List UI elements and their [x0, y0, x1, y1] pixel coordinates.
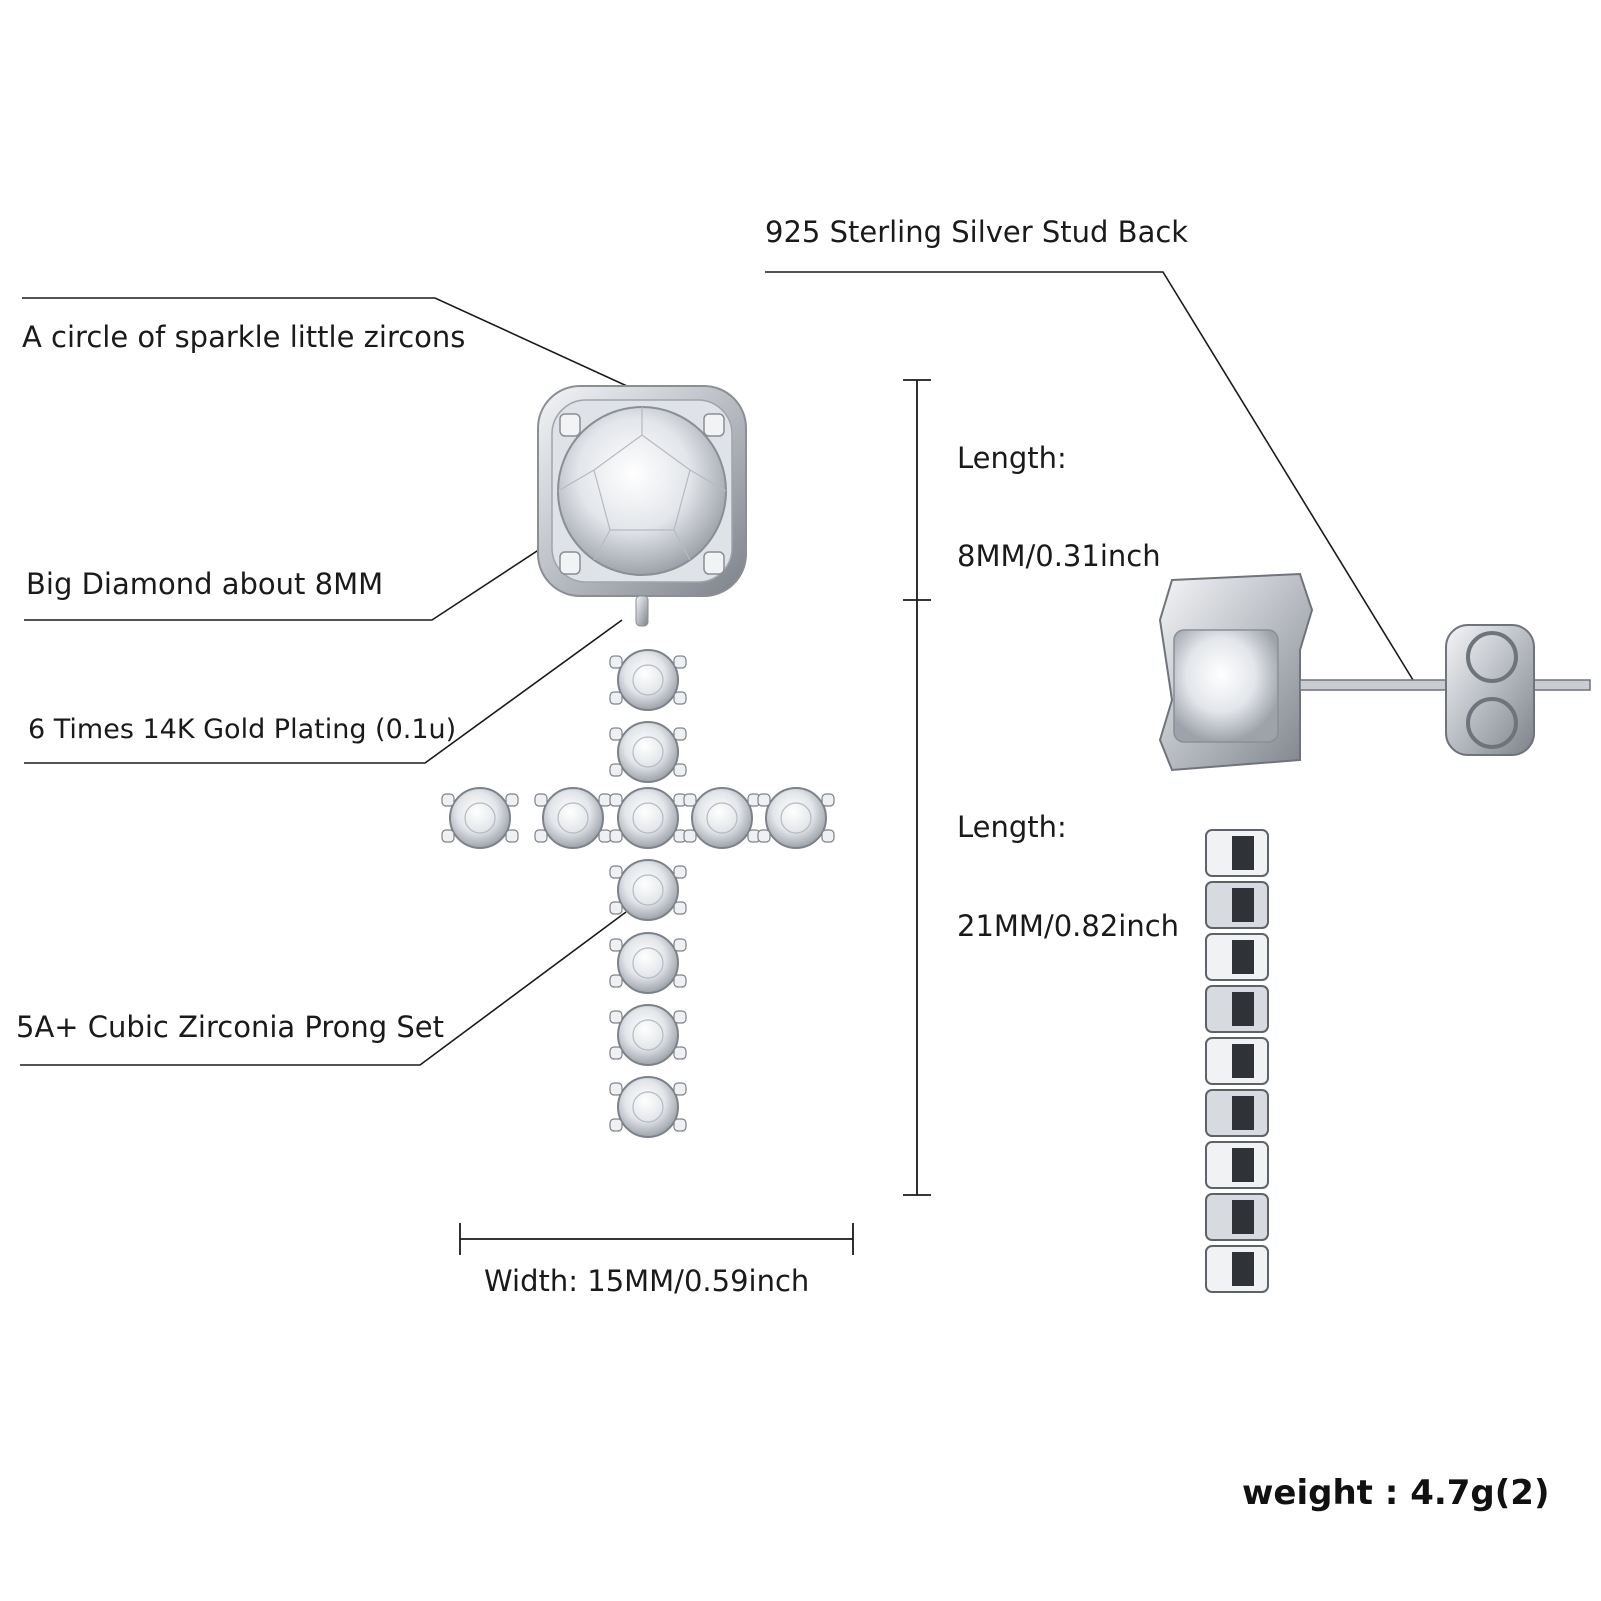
- top-length-label: Length:: [957, 441, 1067, 475]
- leader-gold-plating: [24, 619, 623, 764]
- cross-stone-vertical: [609, 859, 687, 921]
- stud-back-label: 925 Sterling Silver Stud Back: [765, 215, 1189, 249]
- big-diamond-label: Big Diamond about 8MM: [26, 567, 384, 601]
- dimension-lines: [459, 379, 931, 1255]
- cross-stone-horizontal: [757, 787, 835, 849]
- cross-length-label: Length:: [957, 810, 1067, 844]
- cross-stone-vertical: [609, 1076, 687, 1138]
- weight-label: weight : 4.7g(2): [1242, 1473, 1550, 1513]
- front-stud-setting: [537, 385, 747, 627]
- cross-stone-vertical: [609, 721, 687, 783]
- side-setting-shadow: [1232, 1252, 1254, 1286]
- cubic-zirconia-label: 5A+ Cubic Zirconia Prong Set: [16, 1010, 445, 1044]
- top-length-value: 8MM/0.31inch: [957, 539, 1161, 573]
- width-label: Width: 15MM/0.59inch: [484, 1264, 810, 1298]
- leader-zircons: [22, 297, 641, 393]
- cross-stone-horizontal: [609, 787, 687, 849]
- side-setting-shadow: [1232, 992, 1254, 1026]
- cross-stone-vertical: [609, 649, 687, 711]
- side-setting-shadow: [1232, 1200, 1254, 1234]
- leader-cubic-zirconia: [20, 911, 627, 1066]
- side-setting-shadow: [1232, 940, 1254, 974]
- zircons-circle-label: A circle of sparkle little zircons: [22, 320, 466, 354]
- leader-stud-back: [765, 271, 1414, 681]
- side-setting-shadow: [1232, 836, 1254, 870]
- cross-length-value: 21MM/0.82inch: [957, 909, 1180, 943]
- cross-stone-vertical: [609, 1004, 687, 1066]
- cross-stone-horizontal: [441, 787, 519, 849]
- gold-plating-label: 6 Times 14K Gold Plating (0.1u): [28, 714, 457, 745]
- cross-stone-horizontal: [534, 787, 612, 849]
- cross-stone-vertical: [609, 932, 687, 994]
- cross-stone-horizontal: [683, 787, 761, 849]
- side-cross-profile: [1205, 829, 1269, 1293]
- side-view-earring: [1158, 572, 1591, 1293]
- side-setting-shadow: [1232, 1044, 1254, 1078]
- front-cross: [441, 649, 835, 1138]
- side-setting-shadow: [1232, 888, 1254, 922]
- side-setting-shadow: [1232, 1148, 1254, 1182]
- butterfly-back: [1445, 624, 1535, 756]
- side-setting-shadow: [1232, 1096, 1254, 1130]
